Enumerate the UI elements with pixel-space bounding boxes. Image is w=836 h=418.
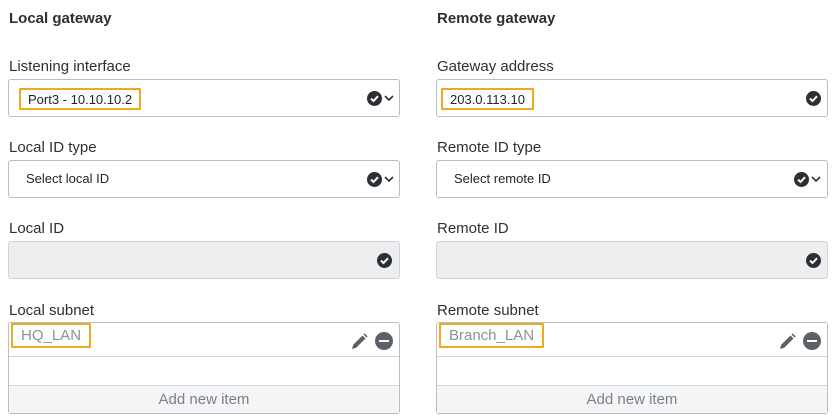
check-circle-icon xyxy=(377,253,392,268)
minus-circle-icon[interactable] xyxy=(803,332,821,350)
chevron-down-icon[interactable] xyxy=(383,92,395,104)
gateway-address-value: 203.0.113.10 xyxy=(441,88,534,110)
local-id-type-select[interactable]: Select local ID xyxy=(8,160,400,198)
remote-subnet-item: Branch_LAN xyxy=(439,323,545,348)
subnet-divider xyxy=(437,356,827,357)
minus-circle-icon[interactable] xyxy=(375,332,393,350)
check-circle-icon xyxy=(367,91,382,106)
remote-subnet-list: Branch_LAN Add new item xyxy=(436,322,828,414)
subnet-divider xyxy=(9,356,399,357)
local-subnet-list: HQ_LAN Add new item xyxy=(8,322,400,414)
local-gateway-heading: Local gateway xyxy=(9,10,112,27)
remote-id-type-select[interactable]: Select remote ID xyxy=(436,160,828,198)
listening-interface-select[interactable]: Port3 - 10.10.10.2 xyxy=(8,79,400,117)
local-subnet-label: Local subnet xyxy=(9,302,95,319)
local-id-type-label: Local ID type xyxy=(9,139,97,156)
chevron-down-icon[interactable] xyxy=(810,173,822,185)
local-subnet-add-button[interactable]: Add new item xyxy=(9,385,399,413)
local-id-label: Local ID xyxy=(9,220,65,237)
pencil-icon[interactable] xyxy=(349,332,369,352)
check-circle-icon xyxy=(806,253,821,268)
remote-subnet-label: Remote subnet xyxy=(437,302,539,319)
check-circle-icon xyxy=(806,91,821,106)
local-subnet-item: HQ_LAN xyxy=(11,323,92,348)
pencil-icon[interactable] xyxy=(777,332,797,352)
remote-id-type-value: Select remote ID xyxy=(454,171,551,186)
gateway-address-input[interactable]: 203.0.113.10 xyxy=(436,79,828,117)
remote-id-type-label: Remote ID type xyxy=(437,139,542,156)
remote-gateway-heading: Remote gateway xyxy=(437,10,556,27)
remote-subnet-add-button[interactable]: Add new item xyxy=(437,385,827,413)
remote-id-field xyxy=(436,241,828,279)
chevron-down-icon[interactable] xyxy=(383,173,395,185)
local-id-type-value: Select local ID xyxy=(26,171,110,186)
gateway-address-label: Gateway address xyxy=(437,58,554,75)
listening-interface-value: Port3 - 10.10.10.2 xyxy=(19,88,142,110)
remote-gateway-section: Remote gateway Gateway address 203.0.113… xyxy=(436,0,828,418)
check-circle-icon xyxy=(367,172,382,187)
check-circle-icon xyxy=(794,172,809,187)
local-gateway-section: Local gateway Listening interface Port3 … xyxy=(8,0,400,418)
listening-interface-label: Listening interface xyxy=(9,58,131,75)
local-id-field xyxy=(8,241,400,279)
remote-id-label: Remote ID xyxy=(437,220,509,237)
